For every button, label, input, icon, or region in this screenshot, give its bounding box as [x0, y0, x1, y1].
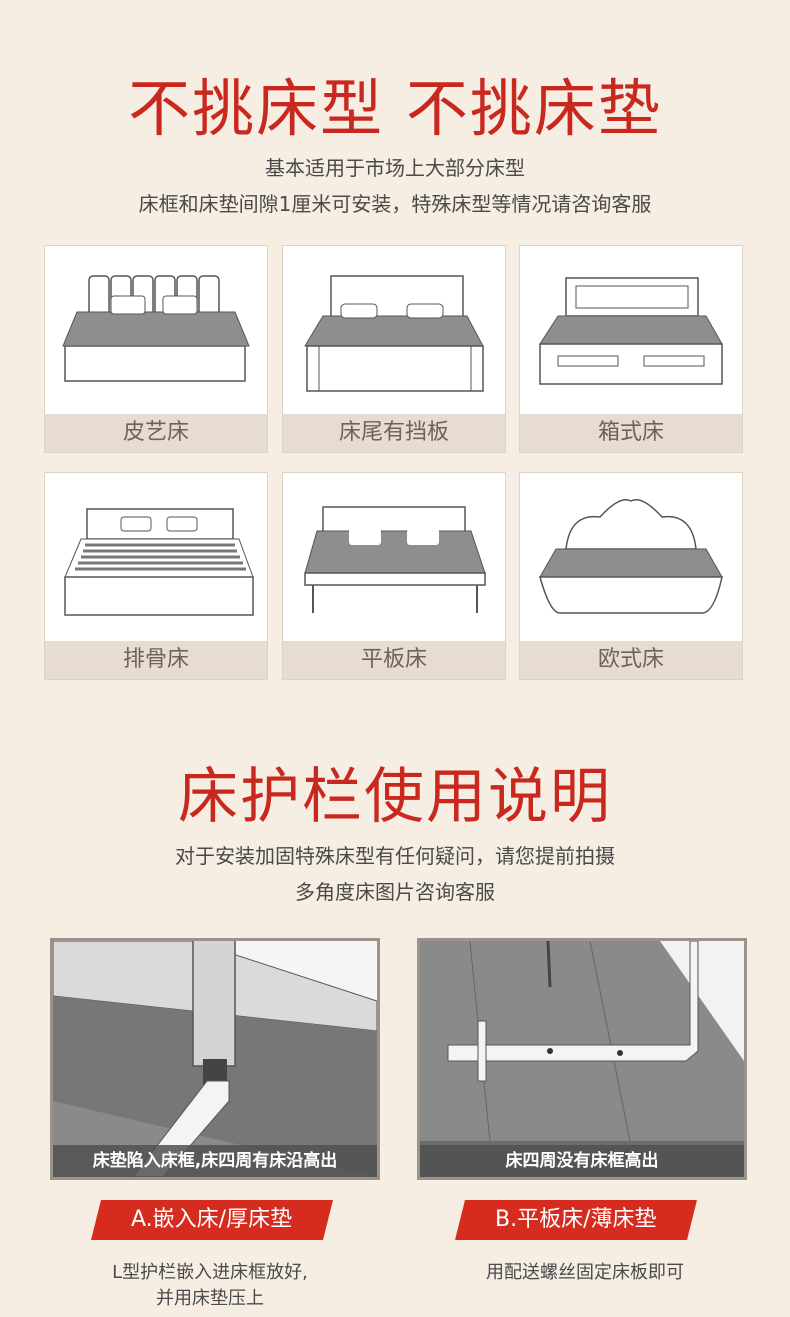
leather-bed-icon — [62, 275, 250, 382]
bed-label: 平板床 — [283, 641, 505, 679]
guide-subtitle-2: 多角度床图片咨询客服 — [295, 880, 495, 904]
bed-label: 欧式床 — [520, 641, 742, 679]
bed-card-leather: 皮艺床 — [44, 245, 268, 453]
bed-card-european: 欧式床 — [519, 472, 743, 680]
guide-subtitle-1: 对于安装加固特殊床型有任何疑问，请您提前拍摄 — [175, 844, 615, 868]
bed-card-slatted: 排骨床 — [44, 472, 268, 680]
method-b-caption: 床四周没有床框高出 — [420, 1145, 744, 1177]
bed-label: 床尾有挡板 — [283, 414, 505, 452]
bed-label: 皮艺床 — [45, 414, 267, 452]
method-a-note-line-2: 并用床垫压上 — [156, 1288, 264, 1309]
method-a-illustration: 床垫陷入床框,床四周有床沿高出 — [50, 938, 380, 1180]
subtitle-line-1: 基本适用于市场上大部分床型 — [265, 156, 525, 180]
bed-card-box: 箱式床 — [519, 245, 743, 453]
method-b-note: 用配送螺丝固定床板即可 — [425, 1260, 745, 1286]
bed-card-platform: 平板床 — [282, 472, 506, 680]
box-bed-icon — [539, 277, 723, 385]
european-bed-icon — [539, 499, 723, 614]
platform-bed-icon — [304, 506, 486, 613]
method-b-illustration: 床四周没有床框高出 — [417, 938, 747, 1180]
page-title: 不挑床型 不挑床垫 — [128, 72, 662, 145]
method-b-note-line-1: 用配送螺丝固定床板即可 — [486, 1262, 684, 1283]
bed-card-footboard: 床尾有挡板 — [282, 245, 506, 453]
method-a-note: L型护栏嵌入进床框放好, 并用床垫压上 — [60, 1260, 360, 1312]
method-a-caption: 床垫陷入床框,床四周有床沿高出 — [53, 1145, 377, 1177]
bed-label: 箱式床 — [520, 414, 742, 452]
method-a-note-line-1: L型护栏嵌入进床框放好, — [112, 1262, 308, 1283]
slatted-bed-icon — [64, 508, 254, 616]
subtitle-line-2: 床框和床垫间隙1厘米可安装，特殊床型等情况请咨询客服 — [138, 192, 652, 216]
guide-title: 床护栏使用说明 — [178, 762, 612, 832]
method-a-tag: A.嵌入床/厚床垫 — [91, 1200, 333, 1240]
bed-label: 排骨床 — [45, 641, 267, 679]
footboard-bed-icon — [304, 275, 484, 392]
method-b-tag: B.平板床/薄床垫 — [455, 1200, 697, 1240]
